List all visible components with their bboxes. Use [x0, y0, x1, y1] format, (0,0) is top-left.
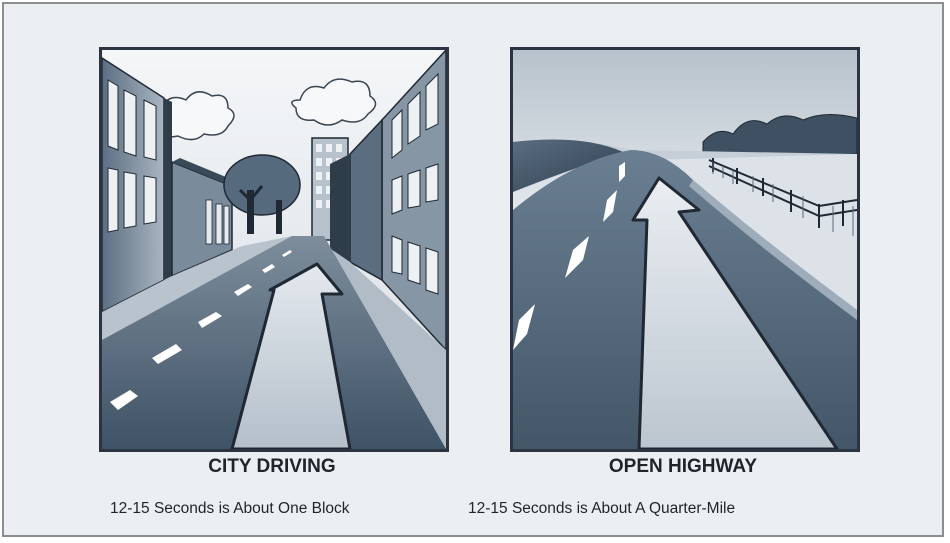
open-highway-illustration: [510, 47, 860, 452]
city-driving-illustration: [99, 47, 449, 452]
open-highway-description: 12-15 Seconds is About A Quarter-Mile: [468, 500, 735, 518]
city-scene: [102, 50, 446, 449]
open-highway-title: OPEN HIGHWAY: [508, 456, 858, 478]
building-icon: [102, 58, 172, 312]
city-driving-title: CITY DRIVING: [97, 456, 447, 478]
highway-scene: [513, 50, 857, 449]
city-driving-description: 12-15 Seconds is About One Block: [110, 500, 350, 518]
